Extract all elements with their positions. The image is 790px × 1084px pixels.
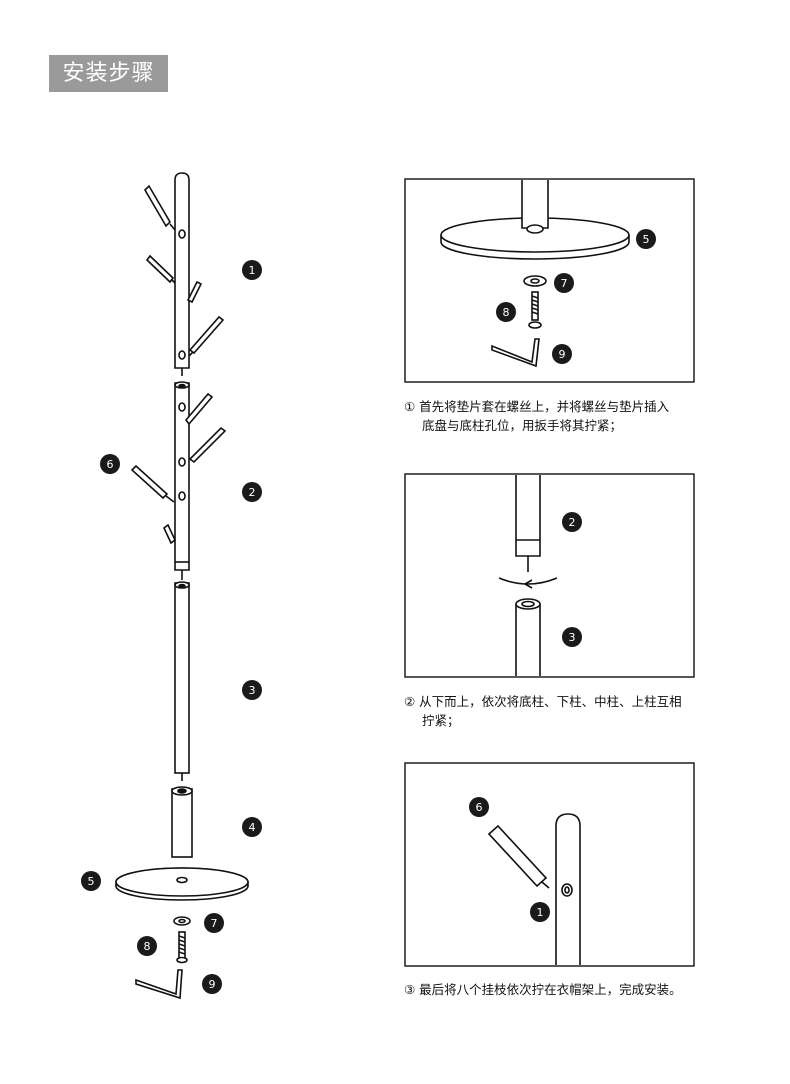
svg-text:6: 6	[476, 801, 483, 814]
svg-text:8: 8	[503, 306, 510, 319]
upper-branches	[143, 184, 225, 357]
badge-2: 2	[249, 486, 256, 499]
hex-key	[135, 969, 183, 1000]
screw	[176, 931, 188, 964]
badge-1: 1	[249, 264, 256, 277]
upper-pole	[174, 172, 190, 369]
base-plate	[115, 867, 249, 901]
badge-7: 7	[211, 917, 218, 930]
exploded-view	[115, 172, 249, 1000]
badge-8: 8	[144, 940, 151, 953]
lower-pole	[174, 582, 190, 774]
step2-text: ② 从下而上，依次将底柱、下柱、中柱、上柱互相 拧紧；	[404, 694, 682, 728]
badge-4: 4	[249, 821, 256, 834]
svg-text:3: 3	[569, 631, 576, 644]
badge-9: 9	[209, 978, 216, 991]
page-title: 安装步骤	[49, 55, 168, 92]
svg-text:9: 9	[559, 348, 566, 361]
svg-text:5: 5	[643, 233, 650, 246]
base-pole	[171, 788, 193, 858]
badge-5: 5	[88, 875, 95, 888]
step3-panel: 6 1	[404, 762, 695, 967]
step3-text: ③ 最后将八个挂枝依次拧在衣帽架上，完成安装。	[404, 982, 682, 997]
middle-branches	[130, 392, 227, 545]
svg-text:7: 7	[561, 277, 568, 290]
step1-text: ① 首先将垫片套在螺丝上，并将螺丝与垫片插入 底盘与底柱孔位，用扳手将其拧紧；	[404, 399, 670, 433]
svg-text:1: 1	[537, 906, 544, 919]
step2-panel: 2 3	[404, 473, 695, 678]
badge-3: 3	[249, 684, 256, 697]
step1-panel: 5 7 8 9	[404, 178, 695, 383]
left-badges: 1 2 3 4 5 6 7 8 9	[81, 260, 262, 994]
badge-6: 6	[107, 458, 114, 471]
svg-text:2: 2	[569, 516, 576, 529]
